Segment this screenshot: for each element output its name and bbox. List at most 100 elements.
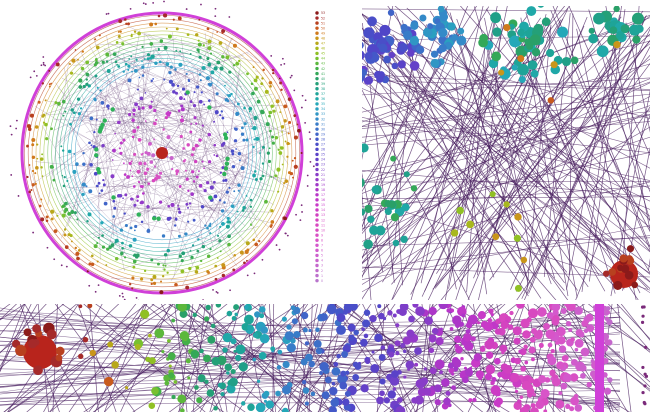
- outlier-node: [642, 305, 646, 309]
- node: [326, 377, 332, 382]
- node: [321, 391, 330, 400]
- node: [208, 195, 213, 200]
- node: [228, 186, 231, 189]
- node: [128, 161, 132, 166]
- node: [396, 309, 401, 314]
- node: [149, 160, 154, 164]
- node: [150, 100, 153, 103]
- edge: [545, 30, 650, 233]
- node: [31, 137, 36, 142]
- node: [268, 114, 271, 118]
- node: [103, 376, 114, 387]
- node: [227, 234, 231, 239]
- node: [34, 125, 39, 129]
- node: [207, 83, 210, 86]
- node: [198, 138, 202, 142]
- shell-ring: [35, 26, 289, 280]
- node: [134, 343, 141, 350]
- node: [489, 191, 496, 198]
- node: [194, 143, 199, 148]
- outlier-node: [300, 106, 303, 109]
- node: [527, 60, 538, 70]
- node: [278, 77, 281, 80]
- node: [222, 179, 225, 182]
- node: [152, 77, 155, 80]
- edge: [206, 109, 244, 181]
- node: [44, 122, 48, 127]
- node: [288, 142, 291, 145]
- node: [184, 232, 188, 236]
- zoom-strip-panel: [0, 304, 650, 412]
- node: [462, 376, 469, 384]
- node: [241, 401, 246, 406]
- node: [188, 266, 192, 271]
- node: [186, 33, 190, 37]
- node: [127, 68, 130, 71]
- node: [429, 368, 435, 373]
- node: [268, 147, 271, 150]
- edge: [110, 277, 205, 281]
- node: [62, 184, 66, 188]
- node: [172, 90, 176, 94]
- node: [112, 52, 117, 57]
- node: [517, 63, 529, 76]
- node: [213, 120, 216, 123]
- node: [620, 24, 630, 34]
- legend-swatch: [315, 46, 319, 51]
- node: [575, 329, 583, 337]
- node: [179, 50, 182, 53]
- node: [172, 18, 175, 21]
- edge: [362, 78, 650, 194]
- node: [280, 146, 284, 150]
- node: [73, 153, 76, 155]
- node: [133, 68, 138, 73]
- node: [580, 373, 586, 379]
- node: [171, 168, 174, 171]
- node: [77, 112, 82, 116]
- node: [177, 109, 181, 113]
- legend-label: 37: [321, 92, 325, 96]
- edge: [153, 55, 248, 123]
- node: [223, 166, 229, 171]
- node: [613, 6, 620, 13]
- node: [219, 66, 224, 71]
- outlier-node: [286, 234, 289, 237]
- node: [253, 138, 256, 141]
- node: [101, 60, 105, 64]
- node: [35, 166, 39, 170]
- node: [190, 123, 193, 125]
- legend-label: 34: [321, 107, 325, 111]
- node: [516, 304, 525, 309]
- node: [225, 190, 229, 194]
- node: [96, 242, 99, 245]
- node: [624, 270, 634, 280]
- edge: [61, 83, 76, 100]
- node: [206, 56, 210, 61]
- node: [226, 384, 236, 394]
- edge: [420, 6, 484, 284]
- node: [593, 12, 605, 25]
- node: [164, 116, 168, 120]
- edge: [162, 87, 251, 168]
- node: [168, 216, 172, 220]
- node: [64, 245, 69, 249]
- node: [430, 385, 435, 390]
- node: [155, 174, 159, 177]
- node-layer: [12, 304, 649, 412]
- node: [280, 88, 283, 91]
- node: [180, 107, 185, 112]
- node: [387, 310, 393, 316]
- outer-shell: [595, 304, 604, 412]
- node: [31, 155, 36, 160]
- node: [71, 58, 76, 63]
- node: [270, 104, 274, 108]
- legend-swatch: [315, 157, 319, 162]
- node: [45, 219, 49, 223]
- core-node: [156, 147, 168, 159]
- node: [217, 382, 223, 388]
- legend-label: 38: [321, 87, 325, 91]
- node: [191, 170, 195, 174]
- node: [221, 116, 225, 120]
- outlier-node: [42, 61, 45, 64]
